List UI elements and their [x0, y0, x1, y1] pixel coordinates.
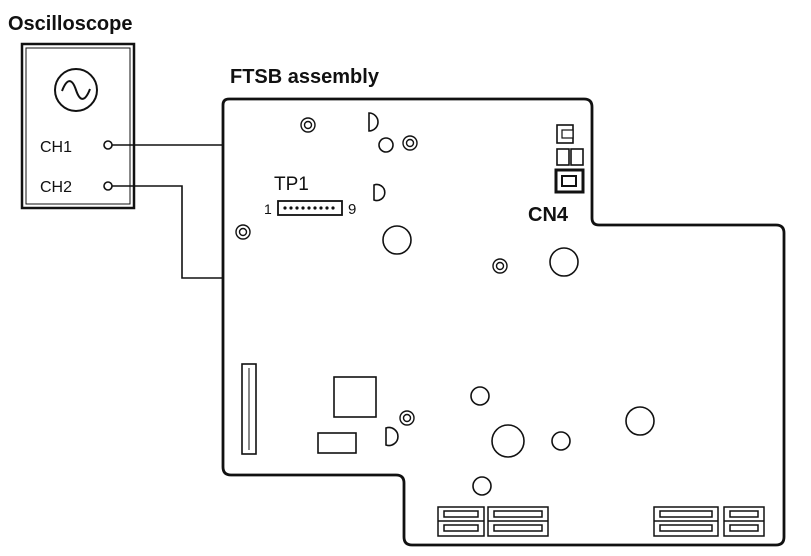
round-component: [472, 476, 492, 496]
screw-icon: [235, 224, 251, 240]
screw-icon: [300, 117, 316, 133]
edge-connector: [723, 506, 765, 537]
edge-connector: [437, 506, 485, 537]
tp1-label: TP1: [274, 174, 309, 195]
sine-wave-icon: [54, 68, 98, 112]
vertical-connector: [241, 363, 257, 455]
connector-cn4: CN4: [528, 124, 585, 226]
round-component: [470, 386, 490, 406]
capacitor-icon: [385, 426, 399, 447]
screw-icon: [402, 135, 418, 151]
cn4-label: CN4: [528, 204, 569, 226]
board-title: FTSB assembly: [230, 66, 380, 88]
tp1-pin-last-label: 9: [348, 201, 356, 218]
round-component: [382, 225, 412, 255]
ftsb-board: [221, 97, 786, 547]
small-component: [570, 148, 584, 166]
ch1-terminal: [103, 140, 113, 150]
test-point-tp1: TP1 1 9: [264, 174, 356, 218]
oscilloscope: CH1 CH2: [20, 42, 136, 210]
round-component: [551, 431, 571, 451]
screw-icon: [399, 410, 415, 426]
oscilloscope-title: Oscilloscope: [8, 13, 133, 35]
edge-connector: [653, 506, 719, 537]
ic-chip: [333, 376, 377, 418]
small-component: [556, 148, 570, 166]
round-component: [491, 424, 525, 458]
tp1-pin-first-label: 1: [264, 201, 272, 217]
ch2-label: CH2: [40, 179, 72, 196]
capacitor-icon: [378, 137, 394, 153]
ch2-terminal: [103, 181, 113, 191]
round-component: [625, 406, 655, 436]
edge-connector: [487, 506, 549, 537]
ch1-label: CH1: [40, 139, 72, 156]
tp1-pins: [283, 206, 335, 210]
round-component: [549, 247, 579, 277]
capacitor-icon: [373, 183, 386, 202]
capacitor-icon: [368, 112, 379, 132]
screw-icon: [492, 258, 508, 274]
small-chip: [317, 432, 357, 454]
